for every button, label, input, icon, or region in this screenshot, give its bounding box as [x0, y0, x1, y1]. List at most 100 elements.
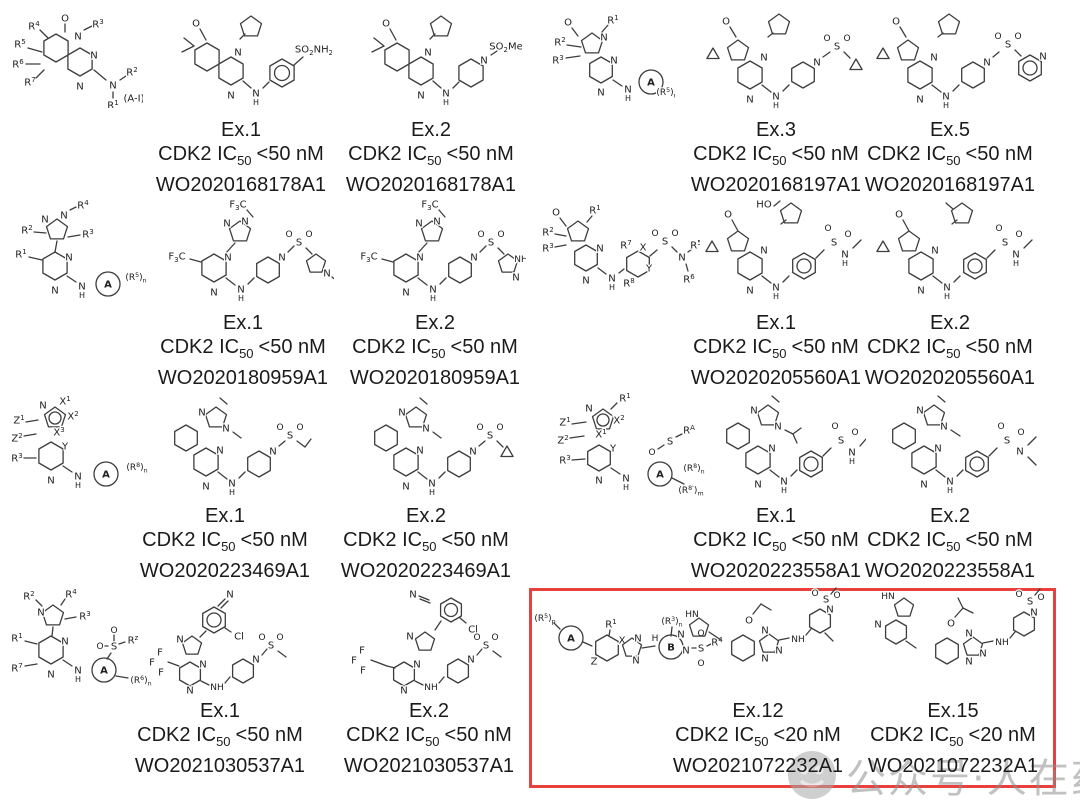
atom-label: N	[433, 217, 440, 228]
bond	[54, 240, 58, 253]
atom-label: N	[600, 33, 607, 44]
ic50-threshold: <50 nM	[258, 336, 326, 358]
atom-label: R1	[619, 392, 630, 404]
atom-label: O	[844, 230, 851, 240]
bond	[612, 79, 623, 87]
example-label: Ex.1	[199, 700, 241, 722]
ring	[239, 15, 263, 37]
ring	[43, 406, 67, 428]
bond	[1027, 436, 1037, 446]
atom-label: R8	[623, 277, 634, 289]
atom-label: N	[241, 217, 248, 228]
ring-letter: A	[647, 78, 655, 89]
atom-label: O	[824, 224, 831, 234]
atom-label: N	[76, 82, 83, 93]
ic50-threshold: <50 nM	[965, 143, 1033, 165]
bond	[419, 598, 431, 604]
ic50-value: CDK2 IC50<50 nM	[680, 142, 872, 173]
bond	[986, 249, 996, 259]
atom-label: R2	[21, 224, 32, 236]
atom-label: R3	[559, 454, 570, 466]
atom-label: N	[234, 48, 241, 59]
assay-subscript: 50	[772, 346, 787, 361]
ring	[731, 634, 755, 662]
bond	[232, 431, 242, 439]
atom-label: R1	[11, 632, 22, 644]
ring	[1018, 54, 1042, 82]
atom-label: F	[351, 656, 357, 667]
atom-label: (R8')m	[678, 485, 703, 497]
bond	[373, 37, 385, 47]
bond	[773, 200, 781, 207]
ring	[705, 240, 719, 253]
bond	[371, 45, 385, 53]
ic50-value: CDK2 IC50<50 nM	[336, 528, 516, 559]
ring	[202, 606, 226, 634]
bond	[559, 217, 567, 227]
ring	[41, 604, 65, 626]
bond	[439, 277, 447, 285]
bond	[93, 69, 107, 81]
atom-label: N	[1012, 250, 1019, 261]
atom-label: Z2	[557, 434, 568, 446]
ring	[726, 422, 750, 450]
atom-label: O	[851, 428, 858, 438]
ring-letter: A	[567, 634, 575, 645]
atom-label: N	[417, 91, 424, 102]
bond	[988, 447, 998, 457]
bond	[760, 603, 772, 611]
atom-label: HO	[756, 200, 772, 211]
bond	[287, 245, 295, 253]
atom-label: F3C	[421, 200, 438, 213]
assay-prefix: CDK2 IC	[867, 336, 947, 358]
atom-label: O	[491, 633, 498, 643]
ic50-value: CDK2 IC50<50 nM	[340, 142, 522, 173]
variable-ring-placeholder	[558, 625, 584, 651]
atom-label: N	[582, 276, 589, 287]
ring	[201, 253, 227, 283]
atom-label: S	[667, 437, 673, 448]
atom-label: R2	[554, 36, 565, 48]
atom-label: N	[930, 53, 937, 64]
atom-label: N	[422, 424, 429, 435]
ring	[566, 220, 590, 242]
assay-subscript: 50	[216, 734, 231, 749]
atom-label: N	[467, 655, 474, 666]
ring	[876, 240, 890, 253]
ring	[595, 634, 619, 662]
atom-label: N	[60, 211, 67, 222]
bond	[452, 81, 460, 89]
atom-label: O	[947, 619, 955, 630]
atom-label: H	[75, 675, 81, 684]
assay-subscript: 50	[221, 539, 236, 554]
bond	[51, 626, 54, 637]
example-label: Ex.2	[408, 700, 450, 722]
atom-label: H	[773, 292, 779, 301]
ring	[758, 633, 780, 653]
bond	[790, 469, 798, 477]
atom-label: Y	[61, 442, 69, 453]
bond	[954, 607, 964, 618]
ring	[404, 406, 428, 428]
bond	[956, 469, 964, 477]
ic50-threshold: <20 nM	[773, 724, 841, 746]
bond	[220, 600, 229, 609]
atom-label: N	[469, 447, 476, 458]
ring	[621, 637, 643, 657]
bond	[35, 599, 43, 607]
atom-label: H	[430, 294, 436, 303]
bond	[601, 24, 609, 33]
atom-label: O	[1015, 590, 1022, 600]
bond	[296, 440, 306, 448]
atom-label: N	[210, 288, 217, 299]
bond	[902, 219, 910, 232]
bond	[25, 419, 39, 423]
variable-ring-placeholder	[93, 461, 119, 487]
ic50-threshold: <50 nM	[444, 724, 512, 746]
atom-label: S	[488, 238, 494, 249]
